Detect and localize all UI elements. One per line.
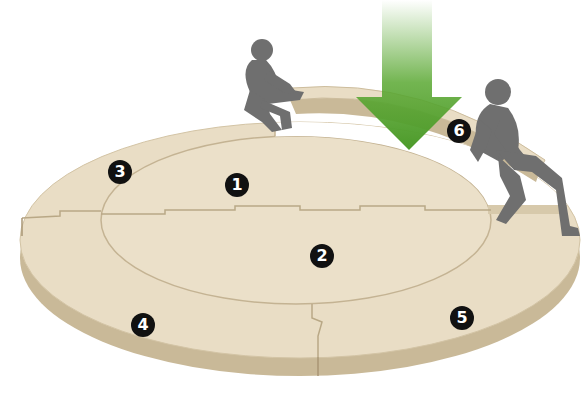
- callout-number: 4: [131, 313, 155, 337]
- callout-number: 2: [310, 244, 334, 268]
- cut-edge: [488, 205, 567, 214]
- seam: [101, 206, 491, 214]
- seam: [312, 304, 322, 357]
- seam: [21, 218, 23, 236]
- callout-number: 3: [108, 160, 132, 184]
- callout-number: 1: [225, 173, 249, 197]
- down-arrow: [356, 0, 462, 150]
- seam: [317, 357, 319, 376]
- seam: [22, 211, 101, 218]
- person-silhouette: [244, 39, 304, 132]
- callout-number: 6: [447, 119, 471, 143]
- person-silhouette: [470, 79, 580, 236]
- inner-disc: [101, 136, 491, 304]
- callout-number: 5: [450, 306, 474, 330]
